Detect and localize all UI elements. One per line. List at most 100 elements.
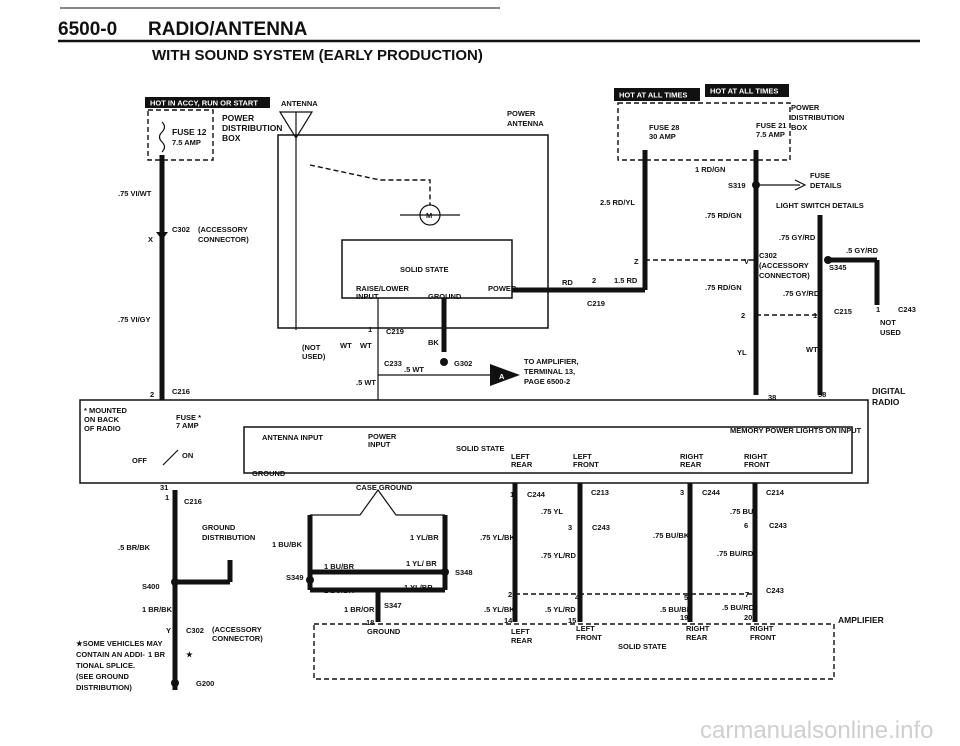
- power-antenna-box: [277, 134, 549, 329]
- g302-ground: [440, 358, 448, 366]
- left-power-box: [147, 109, 214, 161]
- c214-label: C214: [766, 488, 785, 497]
- right-box-label: BOX: [791, 123, 807, 132]
- star-mark: ★: [186, 650, 194, 659]
- radio-left-front-2: FRONT: [573, 460, 599, 469]
- fuse-12-symbol: [158, 121, 166, 153]
- c302-lower-desc: (ACCESSORY: [212, 625, 262, 634]
- radio-left-rear: LEFT: [511, 452, 530, 461]
- antenna-input-label: ANTENNA INPUT: [262, 433, 323, 442]
- wire-75gyrd-2: .75 GY/RD: [783, 289, 820, 298]
- wire-1ylbr-3: 1 YL/BR: [404, 583, 433, 592]
- c302-desc: (ACCESSORY: [198, 225, 248, 234]
- c216-pin-2: 2: [150, 390, 154, 399]
- wire-5ylrd: .5 YL/RD: [545, 605, 576, 614]
- c219-label-2: C219: [587, 299, 605, 308]
- amp-left-front-2: FRONT: [576, 633, 602, 642]
- amplifier-label: AMPLIFIER: [838, 615, 884, 625]
- amp-solid-state: SOLID STATE: [618, 642, 666, 651]
- c302-right-desc-2: CONNECTOR): [759, 271, 810, 280]
- radio-solid-state-box: [243, 426, 853, 474]
- amplifier-box: [313, 623, 835, 680]
- wire-75-viwt: .75 VI/WT: [118, 189, 152, 198]
- c213-label: C213: [591, 488, 609, 497]
- amp-ref-line1: TO AMPLIFIER,: [524, 357, 579, 366]
- power-antenna-title: POWER: [507, 109, 536, 118]
- power-input-label-2: INPUT: [368, 440, 391, 449]
- fuse-details: DETAILS: [810, 181, 842, 190]
- c302-right-desc: (ACCESSORY: [759, 261, 809, 270]
- not-used-label: (NOT: [302, 343, 321, 352]
- switch-on-label: ON: [182, 451, 193, 460]
- c219-label: C219: [386, 327, 404, 336]
- wire-75yl: .75 YL: [541, 507, 563, 516]
- fuse-28-amp: 30 AMP: [649, 132, 676, 141]
- amp-left-front: LEFT: [576, 624, 595, 633]
- used-label: USED: [880, 328, 901, 337]
- amp-ref-line3: PAGE 6500-2: [524, 377, 570, 386]
- power-box-label-2: DISTRIBUTION: [222, 123, 282, 133]
- c302-right-label: C302: [759, 251, 777, 260]
- not-used-label-2: USED): [302, 352, 326, 361]
- on-back-note: ON BACK: [84, 415, 120, 424]
- power-antenna-title-2: ANTENNA: [507, 119, 544, 128]
- c243-amp-label-3: C243: [766, 586, 784, 595]
- fuse-21-label: FUSE 21: [756, 121, 786, 130]
- c216-lower-label: C216: [184, 497, 202, 506]
- antenna-label: ANTENNA: [281, 99, 318, 108]
- radio-right-rear: RIGHT: [680, 452, 704, 461]
- page-title: RADIO/ANTENNA: [148, 19, 308, 40]
- g200-label: G200: [196, 679, 214, 688]
- splice-note-2: CONTAIN AN ADDI-: [76, 650, 145, 659]
- amp-pin-20: 20: [744, 613, 752, 622]
- c302-desc-2: CONNECTOR): [198, 235, 249, 244]
- c215-pin-1: 1: [813, 311, 817, 320]
- wire-75-vigy: .75 VI/GY: [118, 315, 151, 324]
- amp-pin-5: 5: [684, 593, 688, 602]
- raise-lower-label: RAISE/LOWER: [356, 284, 410, 293]
- amp-right-rear-2: REAR: [686, 633, 708, 642]
- c243-pin-1: 1: [876, 305, 880, 314]
- right-power-label: POWER: [791, 103, 820, 112]
- wire-1ylbr-2: 1 YL/ BR: [406, 559, 437, 568]
- wire-5wt: .5 WT: [404, 365, 424, 374]
- wire-bk: BK: [428, 338, 439, 347]
- memory-power-label: MEMORY POWER LIGHTS ON INPUT: [730, 426, 862, 435]
- c302-connector-symbol: [156, 232, 168, 240]
- watermark: carmanualsonline.info: [700, 717, 933, 744]
- wire-1bubr: 1 BU/BR: [324, 562, 355, 571]
- amp-right-front: RIGHT: [750, 624, 774, 633]
- radio-fuse-label: FUSE *: [176, 413, 201, 422]
- digital-radio-label: DIGITAL: [872, 386, 905, 396]
- wire-wt-2: WT: [360, 341, 372, 350]
- c216-pin-1: 1: [165, 493, 169, 502]
- light-switch-details: LIGHT SWITCH DETAILS: [776, 201, 864, 210]
- wire-5wt-2: .5 WT: [356, 378, 376, 387]
- wire-75gyrd: .75 GY/RD: [779, 233, 816, 242]
- wire-1bubk: 1 BU/BK: [272, 540, 303, 549]
- wire-75ylbk: .75 YL/BK: [480, 533, 515, 542]
- c233-label: C233: [384, 359, 402, 368]
- wire-75rdgn-2: .75 RD/GN: [705, 283, 742, 292]
- c302-label: C302: [172, 225, 190, 234]
- g200-ground: [171, 679, 179, 687]
- wire-75ylrd: .75 YL/RD: [541, 551, 576, 560]
- amp-pin-7: 7: [745, 590, 749, 599]
- radio-right-front: RIGHT: [744, 452, 768, 461]
- radio-pin-58: 58: [818, 390, 826, 399]
- s400-label: S400: [142, 582, 160, 591]
- wire-15rd: 1.5 RD: [614, 276, 638, 285]
- s349-label: S349: [286, 573, 304, 582]
- not-label: NOT: [880, 318, 896, 327]
- c244-label-2: C244: [702, 488, 721, 497]
- ground-dist-label: GROUND: [202, 523, 236, 532]
- amp-pin-1: 1: [510, 490, 514, 499]
- amp-ref-arrow: [490, 364, 520, 386]
- hot-all-times-tab-1: [614, 88, 700, 101]
- wire-5brbk: .5 BR/BK: [118, 543, 151, 552]
- wire-1bubr-2: 1 BU/BR: [324, 586, 355, 595]
- c243-amp-label-2: C243: [769, 521, 787, 530]
- wire-wt: WT: [806, 345, 818, 354]
- radio-right-rear-2: REAR: [680, 460, 702, 469]
- wire-75rdgn: .75 RD/GN: [705, 211, 742, 220]
